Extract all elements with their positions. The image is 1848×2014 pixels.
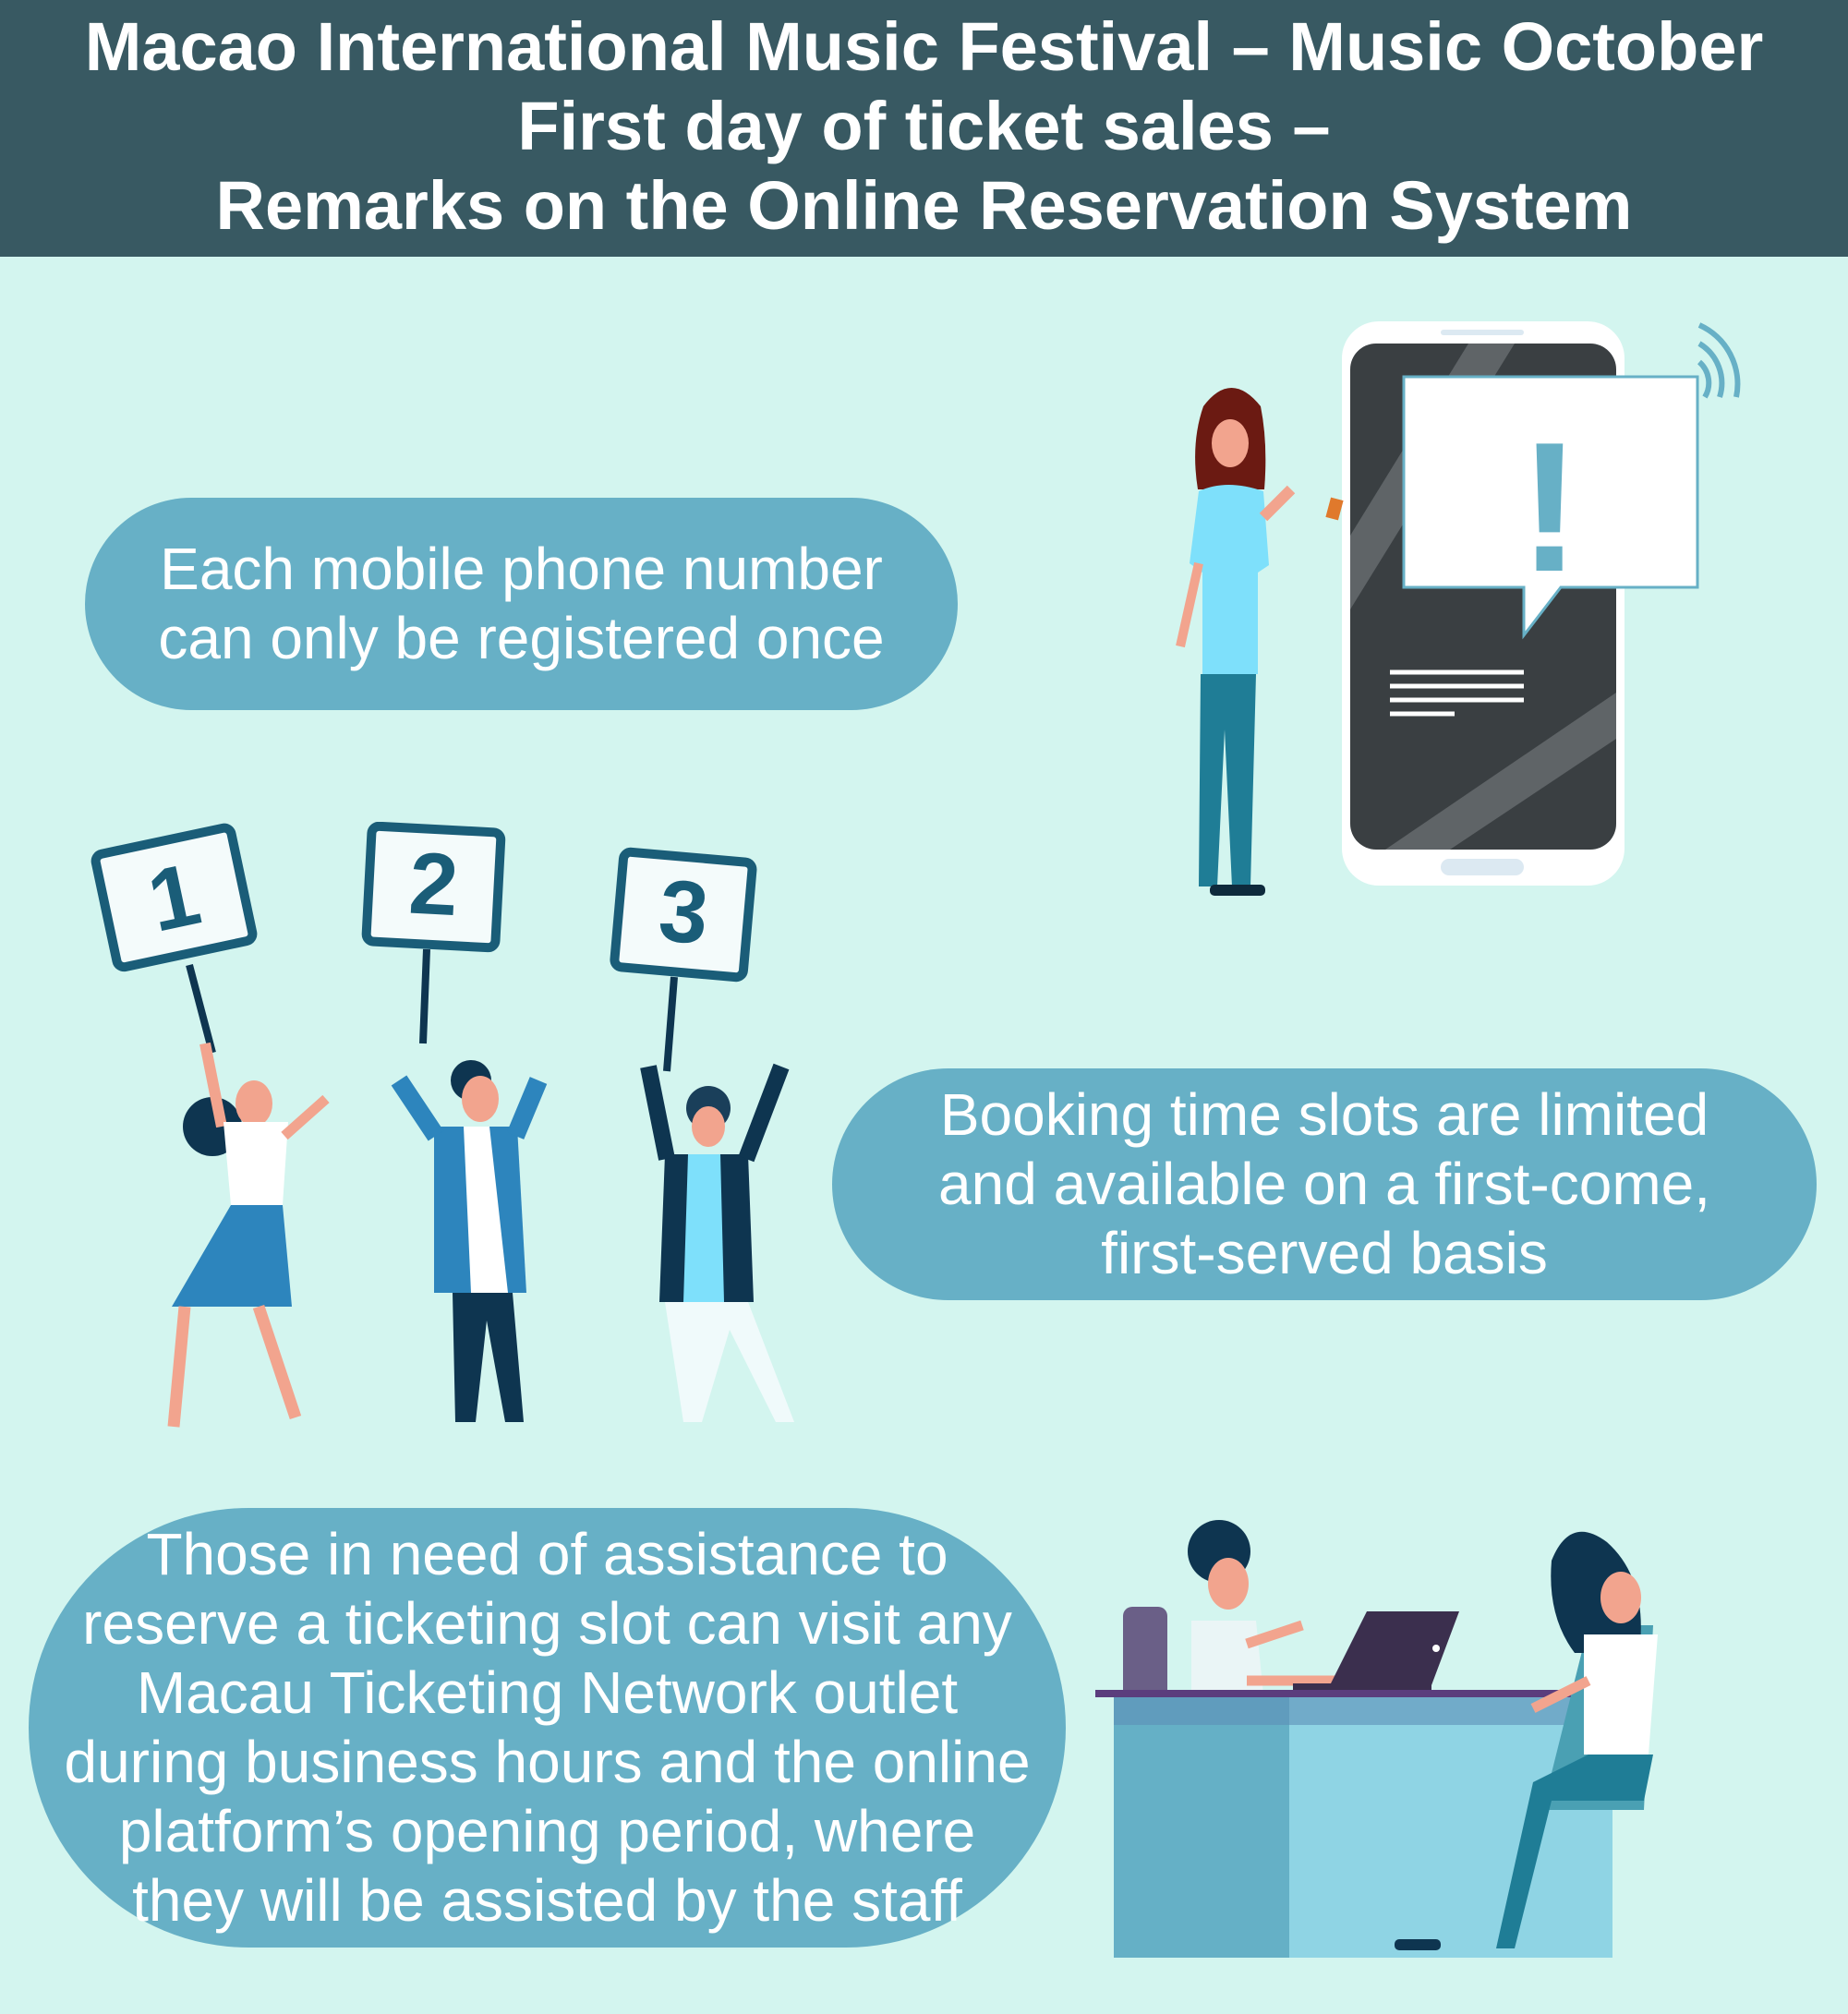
sign-number: 2: [406, 835, 460, 935]
remark-line: Each mobile phone number: [160, 536, 883, 602]
remark-line: they will be assisted by the staff: [132, 1867, 962, 1934]
laptop-icon: [1330, 1611, 1459, 1685]
desk-top: [1095, 1690, 1612, 1697]
alert-icon: !: [1519, 404, 1581, 610]
remark-line: and available on a first-come,: [938, 1151, 1710, 1217]
sign-1: 1: [91, 823, 258, 972]
remark-line: first-served basis: [1101, 1220, 1548, 1286]
remark-line: Booking time slots are limited: [939, 1081, 1709, 1148]
remark-line: platform’s opening period, where: [118, 1798, 976, 1864]
woman-figure: [1176, 388, 1344, 896]
phone-illustration: !: [1176, 321, 1741, 896]
remark-line: Macau Ticketing Network outlet: [136, 1659, 959, 1726]
person-1: [167, 1042, 330, 1428]
page-header: Macao International Music Festival – Mus…: [0, 0, 1848, 257]
alert-speech-bubble: [1402, 375, 1699, 640]
sign-2: 2: [361, 822, 506, 953]
person-2: [391, 1060, 548, 1422]
people-with-number-signs: 1 2 3: [91, 822, 794, 1428]
title-line: First day of ticket sales –: [517, 88, 1331, 164]
desk-assistance-illustration: [1095, 1520, 1658, 1958]
title-line: Macao International Music Festival – Mus…: [84, 8, 1764, 85]
remark-phone-number: Each mobile phone number can only be reg…: [85, 498, 958, 710]
wifi-signal-icon: [1697, 322, 1741, 399]
remark-line: can only be registered once: [158, 605, 885, 671]
remark-line: Those in need of assistance to: [146, 1521, 948, 1587]
remark-line: reserve a ticketing slot can visit any: [82, 1590, 1012, 1657]
remark-assistance: Those in need of assistance to reserve a…: [29, 1508, 1066, 1948]
remark-line: during business hours and the online: [64, 1729, 1031, 1795]
person-3: [640, 1063, 794, 1422]
visitor-figure: [1395, 1531, 1658, 1950]
remark-time-slots: Booking time slots are limited and avail…: [832, 1068, 1817, 1300]
sign-3: 3: [610, 847, 757, 983]
title-line: Remarks on the Online Reservation System: [215, 167, 1633, 244]
sign-number: 3: [655, 862, 712, 963]
